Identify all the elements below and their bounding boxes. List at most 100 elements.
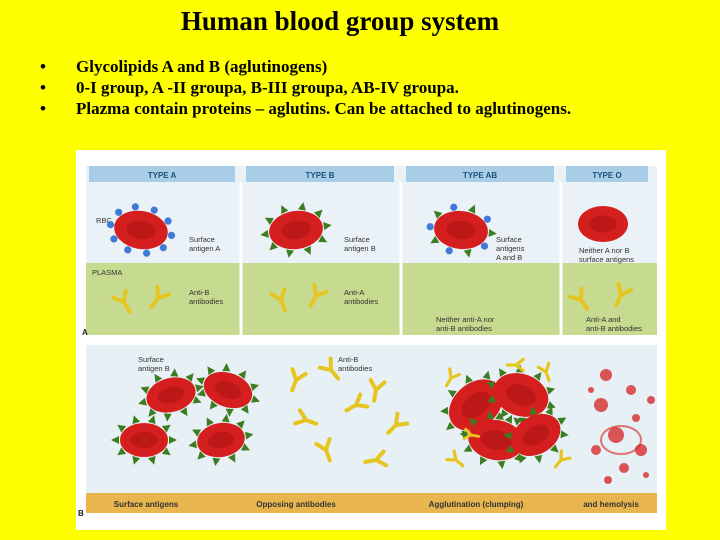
antigen-b-icon: [206, 417, 214, 427]
antibody-arms: [363, 449, 389, 468]
rbc-body: [434, 210, 488, 250]
rbc-body: [146, 377, 196, 413]
antigen-b-icon: [196, 388, 206, 397]
antibody-icon: [111, 288, 132, 314]
red-blood-cell: [111, 415, 177, 465]
antigen-b-icon: [557, 417, 567, 425]
antigen-b-icon: [147, 455, 156, 465]
antigen-b-icon: [314, 209, 323, 219]
antibody-icon: [368, 377, 387, 403]
antigen-b-icon: [241, 443, 250, 451]
rbc-center: [461, 391, 491, 419]
surface-antigens-ab-label: Surface: [496, 235, 522, 244]
antigen-b-icon: [212, 457, 221, 467]
type-header-label: TYPE AB: [463, 171, 498, 180]
antigen-b-icon: [482, 370, 491, 380]
type-header-label: TYPE B: [306, 171, 335, 180]
antigen-b-icon: [465, 374, 473, 384]
antigen-b-icon: [546, 387, 556, 395]
surface-antigens-ab-label: antigens: [496, 244, 525, 253]
antigen-b-icon: [169, 436, 177, 444]
antigen-b-icon: [185, 373, 194, 382]
bullet-text: 0-I group, A -II groupa, B-III groupa, A…: [76, 78, 459, 97]
antigen-b-icon: [323, 222, 332, 231]
antibody-icon: [614, 281, 634, 307]
antigen-a-icon: [480, 242, 489, 250]
antibody-icon: [317, 356, 341, 381]
bullet-item: •0-I group, A -II groupa, B-III groupa, …: [40, 77, 660, 98]
antigen-b-icon: [529, 406, 538, 416]
antigen-b-icon: [154, 373, 163, 383]
panel-b-letter: B: [78, 509, 84, 518]
red-blood-cell: [106, 203, 176, 257]
antigen-b-icon: [486, 395, 496, 403]
antigen-a-icon: [106, 221, 115, 229]
antibody-arms: [614, 281, 634, 307]
both-antibodies-label: Anti-A and: [586, 315, 621, 324]
antigen-b-icon: [147, 415, 156, 425]
surface-antigen-b-label: Surface: [344, 235, 370, 244]
neither-surface-antigens-label: Neither A nor B: [579, 246, 629, 255]
hemolysis-fragment: [594, 398, 608, 412]
antibody-icon: [568, 286, 590, 312]
type-header-cell: [89, 166, 235, 182]
rbc-center: [207, 431, 235, 449]
antibody-arms: [308, 282, 329, 308]
antigen-b-icon: [479, 456, 488, 466]
antibody-icon: [462, 427, 480, 441]
antigen-b-icon: [281, 205, 289, 215]
red-blood-cell: [578, 206, 628, 242]
antibody-arms: [386, 411, 410, 435]
bullet-item: •Plazma contain proteins – aglutins. Can…: [40, 98, 660, 119]
antigen-b-icon: [163, 413, 172, 422]
antigen-a-icon: [115, 208, 123, 216]
antigen-b-icon: [486, 381, 496, 389]
antigen-a-icon: [445, 247, 453, 255]
antigen-b-icon: [111, 436, 119, 444]
antigen-b-icon: [138, 397, 147, 406]
hemolysis-fragment: [604, 476, 612, 484]
rbc-body: [511, 414, 561, 456]
rbc-label: RBC: [96, 216, 112, 225]
antigen-b-icon: [504, 414, 513, 424]
antigen-b-icon: [513, 417, 522, 426]
antigen-b-icon: [236, 420, 245, 429]
antigen-a-icon: [124, 246, 132, 254]
antigen-b-icon: [519, 454, 527, 464]
antigen-b-icon: [430, 235, 440, 244]
antigen-b-icon: [534, 454, 543, 464]
red-blood-cell: [188, 413, 254, 467]
surface-antigen-a-label: antigen A: [189, 244, 220, 253]
bottom-stage-label: Opposing antibodies: [256, 500, 336, 509]
type-header-label: TYPE A: [148, 171, 177, 180]
type-header-cell: [246, 166, 394, 182]
antigen-b-icon: [433, 210, 443, 219]
antigen-a-icon: [150, 206, 158, 214]
antibody-icon: [308, 282, 329, 308]
rbc-center: [506, 384, 536, 406]
anti-a-antibodies-label: Anti-A: [344, 288, 364, 297]
antibody-icon: [293, 408, 319, 426]
neither-surface-antigens-label: surface antigens: [579, 255, 634, 264]
antibody-arms: [536, 361, 551, 382]
hemolysis-fragment: [632, 414, 640, 422]
antigen-b-icon: [545, 406, 553, 416]
antibody-icon: [314, 437, 332, 463]
antigen-b-icon: [505, 445, 515, 453]
antigen-b-icon: [228, 453, 236, 463]
rbc-center: [281, 220, 311, 240]
antigen-b-icon: [221, 413, 230, 423]
antigen-b-icon: [207, 366, 216, 376]
antibody-icon: [536, 361, 551, 382]
panel-b-anti-b-label: Anti-B: [338, 355, 358, 364]
rbc-center: [126, 220, 156, 240]
antigen-b-icon: [222, 363, 231, 372]
hemolysis-fragment: [626, 385, 636, 395]
rbc-center: [522, 424, 550, 446]
antibody-icon: [444, 367, 462, 388]
antigen-b-icon: [140, 386, 150, 394]
antigen-b-icon: [209, 400, 218, 410]
antibody-arms: [445, 449, 465, 468]
antigen-b-icon: [197, 451, 206, 460]
